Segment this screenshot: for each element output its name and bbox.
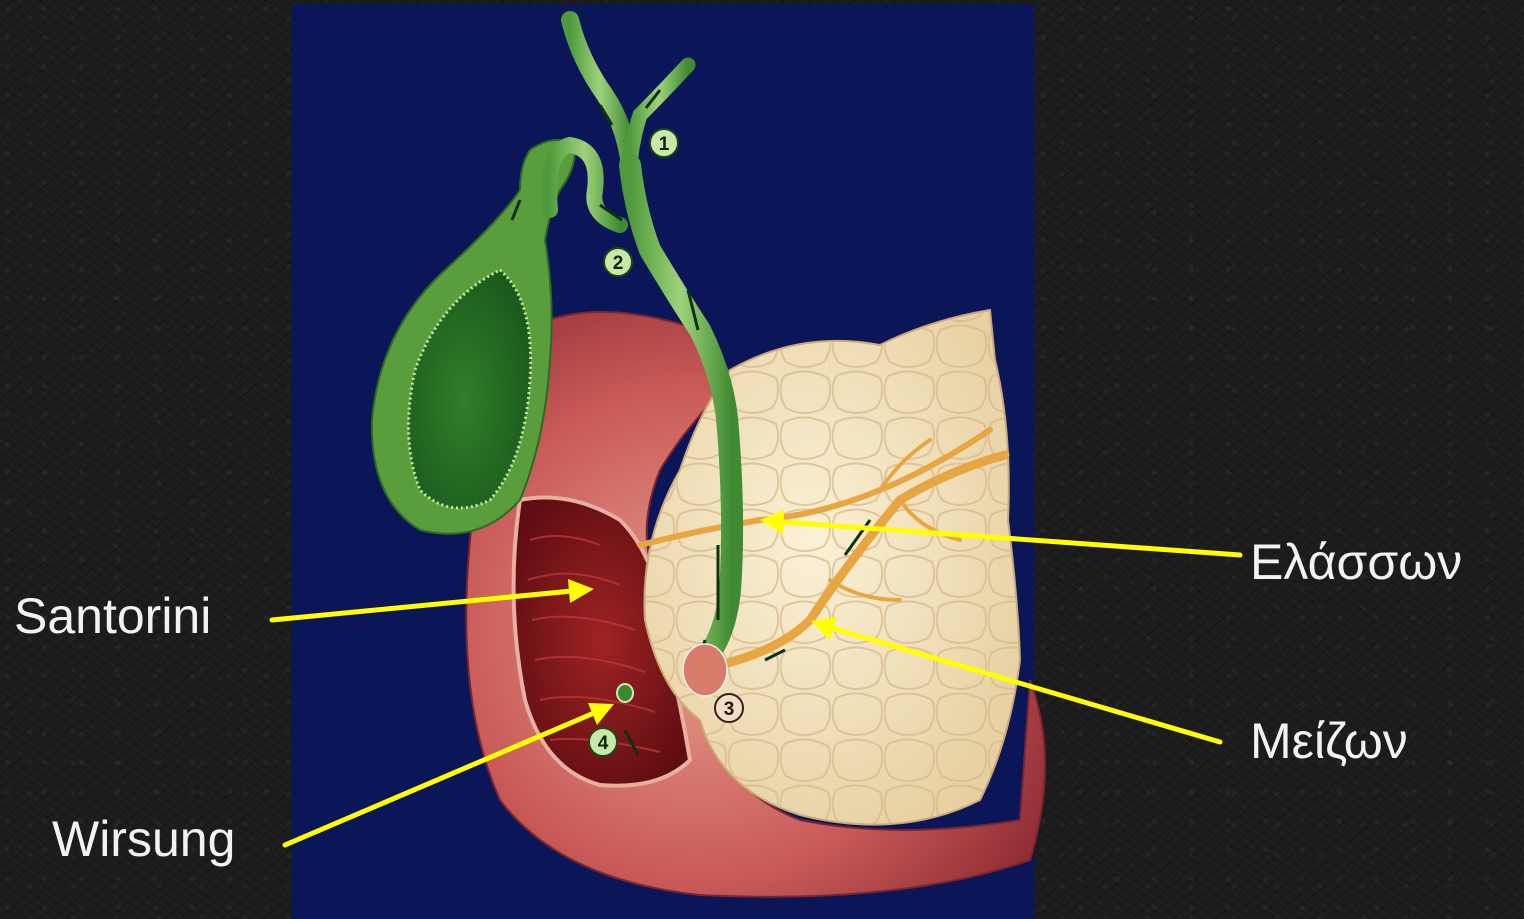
svg-text:4: 4: [598, 733, 609, 754]
label-santorini: Santorini: [14, 591, 211, 641]
step-marker-3: 3: [715, 694, 743, 722]
label-wirsung: Wirsung: [52, 814, 235, 864]
papilla: [617, 684, 633, 702]
step-marker-1: 1: [650, 129, 678, 157]
svg-text:1: 1: [659, 134, 670, 155]
ampulla: [683, 644, 727, 696]
label-elasson: Ελάσσων: [1250, 537, 1462, 587]
svg-text:2: 2: [613, 253, 624, 274]
label-meizon: Μείζων: [1250, 716, 1408, 766]
svg-text:3: 3: [724, 699, 735, 720]
step-marker-2: 2: [604, 248, 632, 276]
step-marker-4: 4: [589, 728, 617, 756]
